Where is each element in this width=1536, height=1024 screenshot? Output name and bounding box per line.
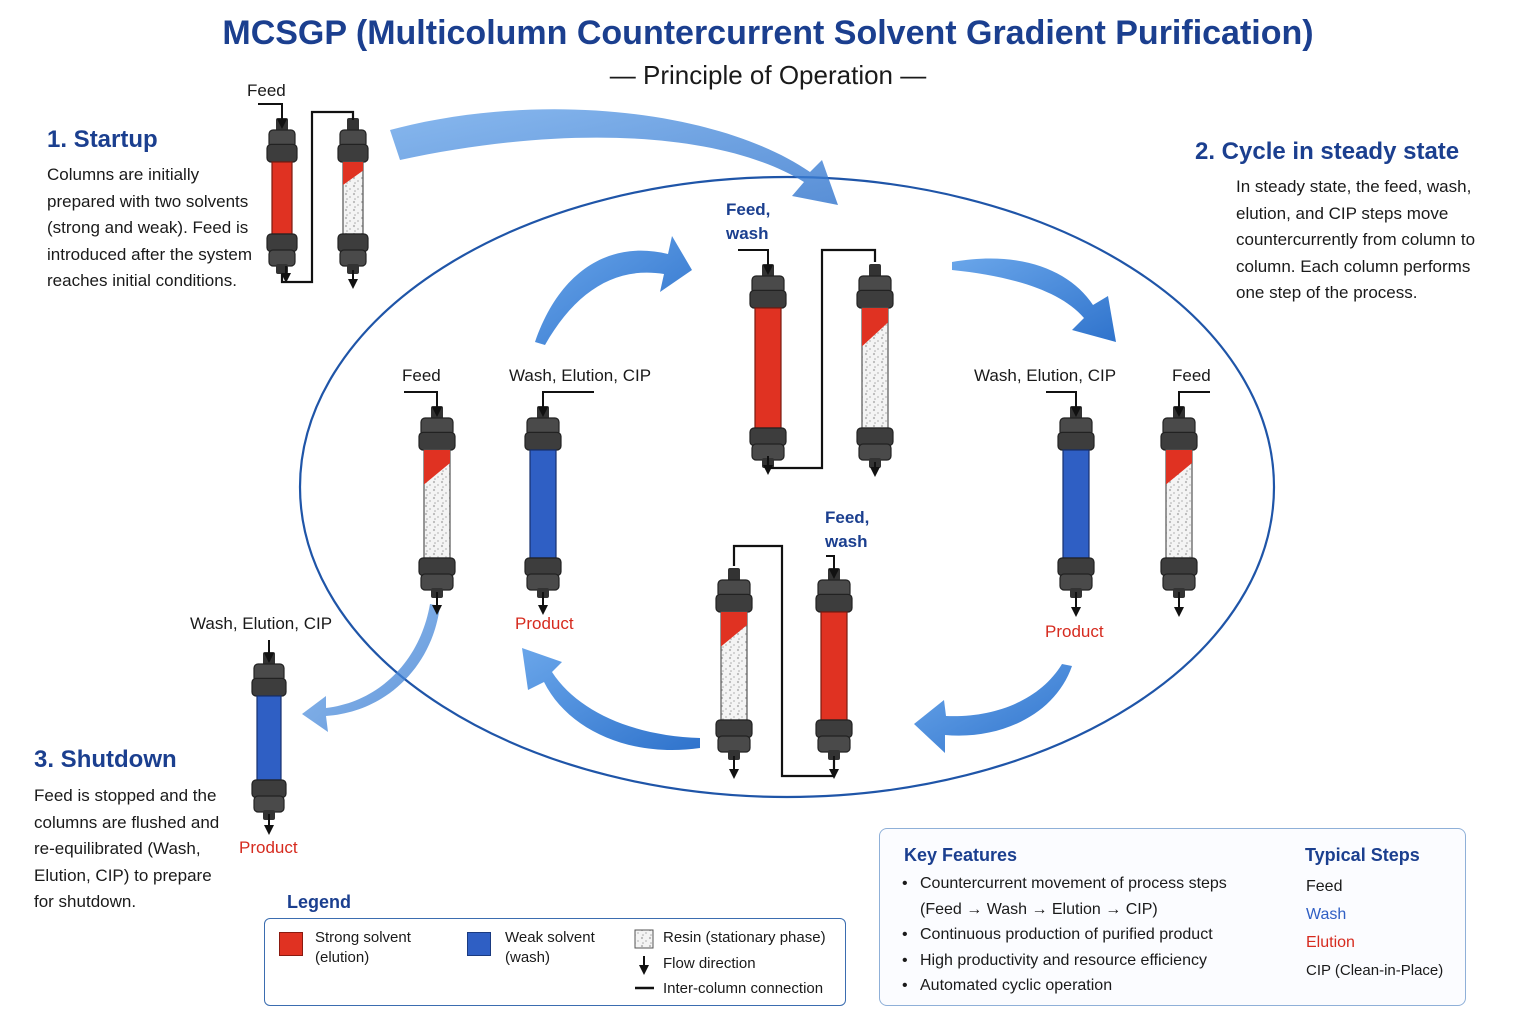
- startup-heading: 1. Startup: [47, 126, 158, 153]
- cycle-top-input-label: Feed, wash: [726, 200, 771, 243]
- cycle-left-feed-label: Feed: [402, 366, 441, 385]
- startup-column-strong: [266, 118, 298, 274]
- steady-heading: 2. Cycle in steady state: [1195, 138, 1460, 165]
- page-title: MCSGP (Multicolumn Countercurrent Solven…: [222, 14, 1314, 52]
- cycle-right-feed-inlet: [1174, 391, 1210, 417]
- cycle-right-feed-label: Feed: [1172, 366, 1211, 385]
- key-features-box: Key Features Countercurrent movement of …: [879, 828, 1466, 1006]
- steady-description: In steady state, the feed, wash, elution…: [1236, 177, 1476, 302]
- cycle-right-product-label: Product: [1045, 622, 1104, 641]
- cycle-right-wash-label: Wash, Elution, CIP: [974, 366, 1117, 385]
- shutdown-arrow: [302, 604, 440, 732]
- cycle-right-wash-inlet: [1046, 391, 1081, 417]
- legend-weak-label: Weak solvent (wash): [505, 929, 595, 966]
- key-features-list: Countercurrent movement of process steps…: [902, 871, 1227, 999]
- cycle-right-column-weak: [1057, 406, 1095, 598]
- key-feature-item: High productivity and resource efficienc…: [902, 948, 1227, 974]
- key-feature-item: Continuous production of purified produc…: [902, 922, 1227, 948]
- legend-strong-label: Strong solvent (elution): [315, 929, 411, 966]
- legend-flow-label: Flow direction: [663, 955, 756, 972]
- shutdown-input-label: Wash, Elution, CIP: [190, 614, 333, 633]
- shutdown-product-label: Product: [239, 838, 298, 857]
- startup-description: Columns are initially prepared with two …: [47, 165, 253, 290]
- cycle-right-column-resin: [1160, 406, 1198, 598]
- startup-feed-label: Feed: [247, 81, 286, 100]
- cycle-top-column-strong: [749, 264, 787, 468]
- cycle-left-wash-inlet: [538, 391, 594, 417]
- cycle-left-column-resin: [418, 406, 456, 598]
- key-feature-item: (Feed → Wash → Elution → CIP): [920, 900, 1158, 918]
- startup-to-cycle-arrow: [390, 109, 838, 205]
- cycle-arrow-top-right: [952, 258, 1116, 342]
- typical-step-feed: Feed: [1306, 878, 1343, 895]
- legend-weak-swatch: [467, 932, 491, 956]
- legend-box: Strong solvent (elution) Weak solvent (w…: [264, 918, 846, 1006]
- page-subtitle: — Principle of Operation —: [609, 60, 927, 90]
- cycle-bottom-inlet: [826, 555, 839, 579]
- cycle-top-column-resin: [856, 264, 894, 468]
- cycle-bottom-column-strong: [815, 568, 853, 760]
- cycle-left-product-label: Product: [515, 614, 574, 633]
- key-feature-item: Countercurrent movement of process steps: [902, 871, 1227, 897]
- cycle-bottom-input-label: Feed, wash: [825, 508, 870, 551]
- legend-connection-label: Inter-column connection: [663, 980, 824, 997]
- cycle-arrow-top-left: [535, 236, 692, 345]
- cycle-left-column-weak: [524, 406, 562, 598]
- cycle-left-feed-inlet: [404, 391, 442, 417]
- cycle-top-inlet: [738, 249, 773, 275]
- legend-title: Legend: [287, 892, 352, 912]
- cycle-arrow-bottom-left: [522, 648, 700, 751]
- startup-column-resin: [337, 118, 369, 274]
- shutdown-column-weak: [251, 652, 287, 820]
- legend-resin-label: Resin (stationary phase): [663, 929, 826, 946]
- shutdown-heading: 3. Shutdown: [34, 746, 177, 773]
- key-features-title: Key Features: [904, 845, 1018, 865]
- cycle-arrow-bottom-right: [914, 664, 1072, 753]
- legend-strong-swatch: [279, 932, 303, 956]
- typical-steps-title: Typical Steps: [1305, 845, 1420, 865]
- typical-step-elution: Elution: [1306, 934, 1355, 951]
- cycle-left-wash-label: Wash, Elution, CIP: [509, 366, 652, 385]
- typical-step-wash: Wash: [1306, 906, 1347, 923]
- legend-resin-swatch: [634, 929, 654, 949]
- startup-feed-inlet: [258, 103, 287, 129]
- typical-step-cip: CIP (Clean-in-Place): [1306, 962, 1444, 979]
- key-feature-item: Automated cyclic operation: [902, 973, 1227, 999]
- cycle-bottom-column-resin: [715, 568, 753, 760]
- cycle-ellipse: [298, 175, 1276, 799]
- shutdown-description: Feed is stopped and the columns are flus…: [34, 786, 220, 911]
